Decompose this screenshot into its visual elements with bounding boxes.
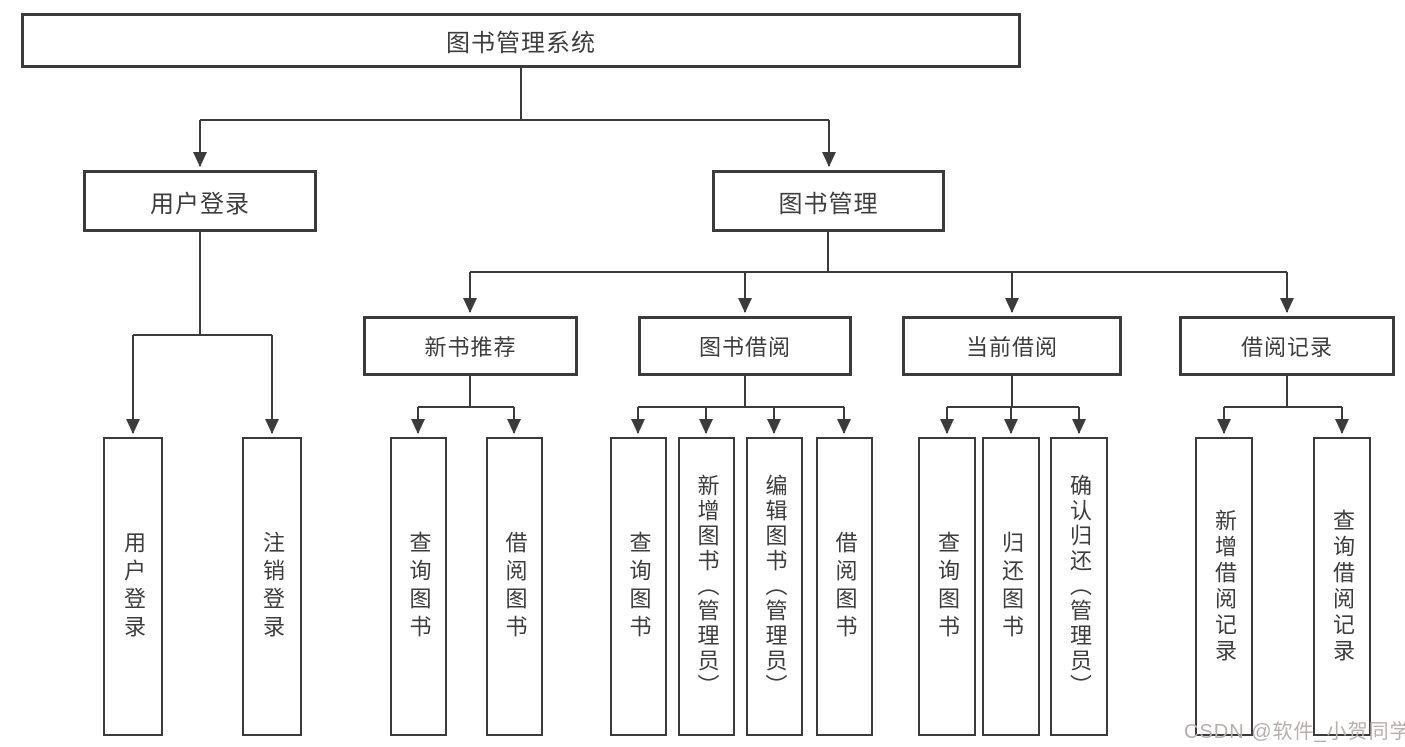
leaf-query-books-borrow: 查询图书 [610, 437, 667, 736]
node-book-borrowing-label: 图书借阅 [698, 335, 791, 360]
node-current-borrowing-label: 当前借阅 [965, 335, 1058, 360]
node-new-book-recommend: 新书推荐 [363, 316, 578, 376]
node-book-management: 图书管理 [712, 170, 945, 232]
leaf-return-books-label: 归还图书 [999, 530, 1024, 643]
leaf-borrow-books-recommend: 借阅图书 [486, 437, 543, 736]
leaf-query-borrow-record: 查询借阅记录 [1313, 437, 1371, 736]
leaf-add-books-admin-label: 新增图书（管理员） [694, 474, 720, 699]
leaf-query-borrow-record-label: 查询借阅记录 [1330, 508, 1355, 665]
node-borrow-records: 借阅记录 [1179, 316, 1395, 376]
leaf-confirm-return-admin-label: 确认归还（管理员） [1067, 474, 1092, 699]
leaf-user-login: 用户登录 [103, 437, 163, 736]
leaf-add-borrow-record: 新增借阅记录 [1195, 437, 1253, 736]
leaf-query-books-borrow-label: 查询图书 [626, 530, 652, 643]
node-root: 图书管理系统 [21, 13, 1021, 68]
leaf-query-books-current-label: 查询图书 [935, 530, 960, 643]
leaf-logout: 注销登录 [242, 437, 302, 736]
node-borrow-records-label: 借阅记录 [1240, 335, 1333, 360]
node-new-book-recommend-label: 新书推荐 [424, 335, 517, 360]
leaf-user-login-label: 用户登录 [121, 530, 146, 643]
leaf-query-books-recommend: 查询图书 [390, 437, 447, 736]
leaf-edit-books-admin-label: 编辑图书（管理员） [762, 474, 788, 699]
leaf-confirm-return-admin: 确认归还（管理员） [1050, 437, 1108, 736]
leaf-add-books-admin: 新增图书（管理员） [678, 437, 735, 736]
leaf-query-books-current: 查询图书 [918, 437, 976, 736]
leaf-edit-books-admin: 编辑图书（管理员） [746, 437, 803, 736]
leaf-add-borrow-record-label: 新增借阅记录 [1212, 508, 1237, 665]
node-book-borrowing: 图书借阅 [638, 316, 852, 376]
leaf-borrow-books-label: 借阅图书 [832, 530, 858, 643]
node-book-management-label: 图书管理 [778, 190, 879, 218]
csdn-watermark: CSDN @软件_小贺同学 [1184, 721, 1405, 743]
leaf-query-books-recommend-label: 查询图书 [406, 530, 432, 643]
node-user-login: 用户登录 [83, 170, 317, 232]
leaf-borrow-books-recommend-label: 借阅图书 [502, 530, 528, 643]
leaf-borrow-books: 借阅图书 [816, 437, 873, 736]
node-user-login-label: 用户登录 [150, 190, 250, 218]
node-root-label: 图书管理系统 [446, 30, 596, 57]
leaf-return-books: 归还图书 [982, 437, 1040, 736]
node-current-borrowing: 当前借阅 [902, 316, 1122, 376]
leaf-logout-label: 注销登录 [260, 530, 285, 643]
